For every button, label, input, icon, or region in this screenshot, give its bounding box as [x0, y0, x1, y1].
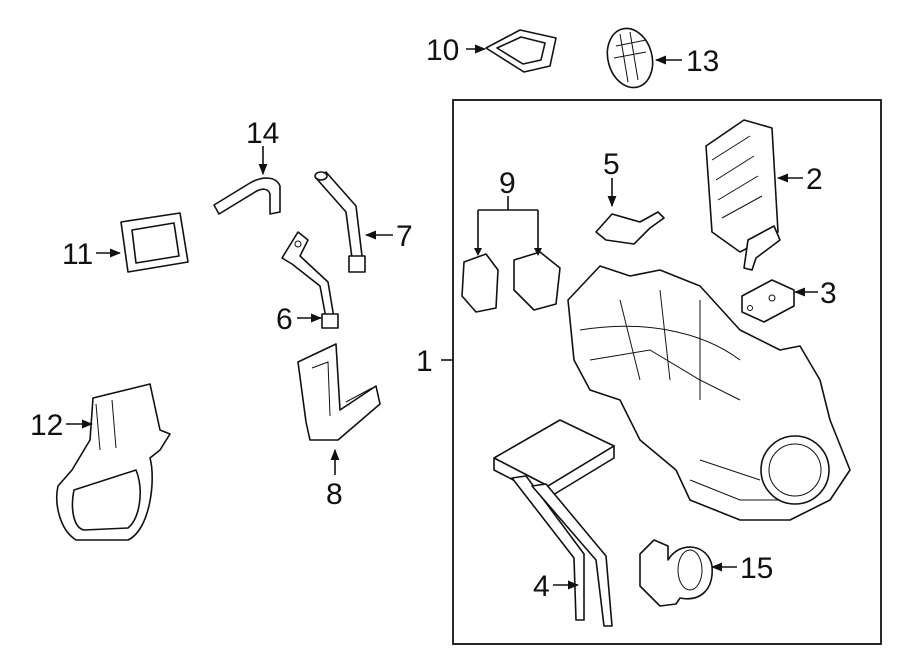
hvac-housing	[567, 265, 851, 521]
callout-6: 6	[276, 303, 293, 336]
callout-9-bracket	[477, 196, 539, 252]
callout-12: 12	[30, 409, 63, 442]
callout-13: 13	[686, 45, 719, 78]
callout-4: 4	[533, 570, 550, 603]
callout-9: 9	[499, 167, 516, 200]
part-4-heater-core	[493, 419, 615, 627]
part-11-gasket	[120, 212, 189, 273]
assembly-frame	[452, 99, 882, 645]
part-14-hose	[213, 177, 281, 215]
callout-14: 14	[246, 117, 279, 150]
callout-7: 7	[396, 220, 413, 253]
part-10-seal	[485, 29, 557, 73]
callout-3: 3	[820, 277, 837, 310]
callout-1: 1	[416, 345, 433, 378]
part-5-sensor	[595, 211, 665, 245]
part-9-actuators	[461, 251, 561, 313]
part-3-block	[741, 279, 795, 323]
callout-2: 2	[806, 163, 823, 196]
callout-8: 8	[326, 478, 343, 511]
callout-10: 10	[426, 34, 459, 67]
callout-9-arrowheads	[474, 248, 542, 256]
callout-15: 15	[740, 552, 773, 585]
part-7-tube	[314, 171, 366, 273]
part-8-duct	[297, 343, 381, 441]
part-12-duct	[56, 383, 171, 541]
part-2-evaporator	[705, 119, 781, 271]
part-13-filter	[606, 27, 654, 89]
part-6-bracket	[281, 231, 339, 329]
part-15-blower-motor	[639, 539, 713, 607]
callout-11: 11	[62, 238, 93, 271]
callout-5: 5	[603, 148, 620, 181]
